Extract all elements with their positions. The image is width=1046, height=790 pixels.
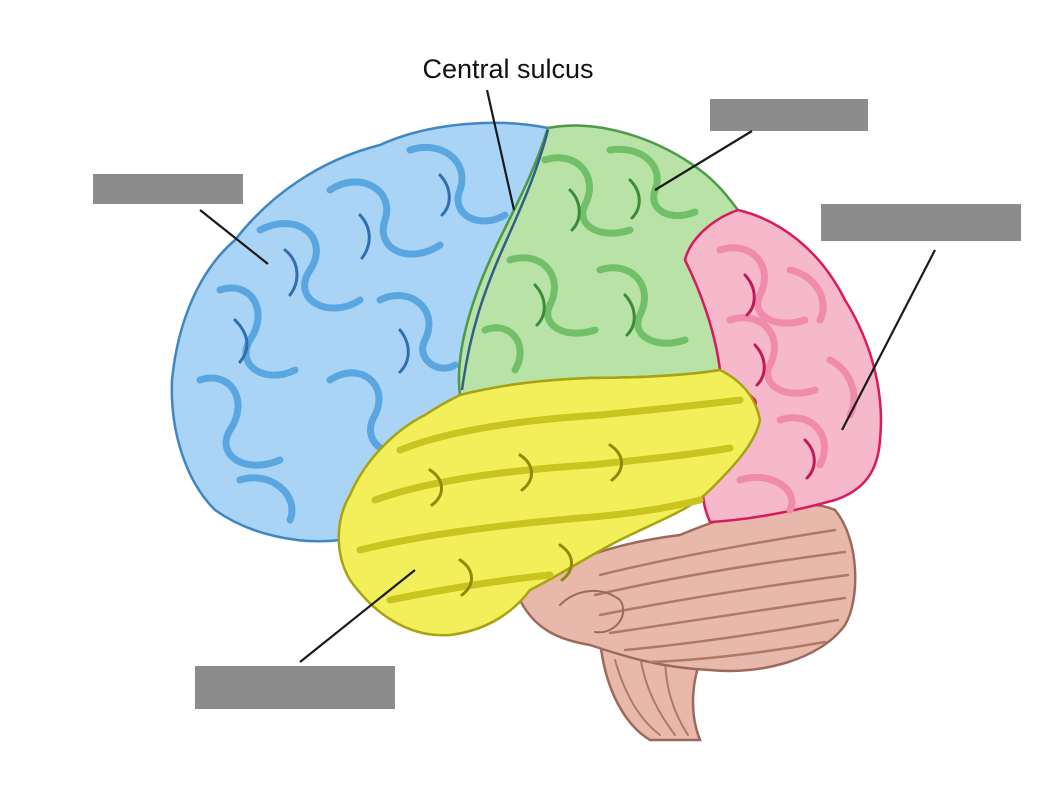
central-sulcus-groove [460,129,550,391]
frontal-lobe-sulci [233,173,451,374]
parietal-lobe-sulci [533,178,641,337]
cerebellum-folia [593,528,850,664]
leader-line-occipital [841,249,936,431]
blank-label-temporal [195,666,395,709]
temporal-lobe-gyri [356,396,744,604]
cerebellum [518,502,857,673]
blank-label-occipital [821,204,1021,241]
leader-line-frontal [199,209,269,265]
leader-line-temporal [299,569,416,663]
occipital-lobe-gyri [716,244,858,514]
cerebellum-inner [559,589,625,634]
occipital-lobe-sulci [743,273,816,480]
central-sulcus-label: Central sulcus [422,54,593,84]
blank-label-parietal [710,99,868,131]
blank-label-frontal [93,174,243,204]
leader-line-central-sulcus [485,89,516,211]
frontal-lobe-gyri [196,143,509,524]
temporal-lobe-sulci [428,443,623,597]
leader-line-parietal [654,130,753,191]
